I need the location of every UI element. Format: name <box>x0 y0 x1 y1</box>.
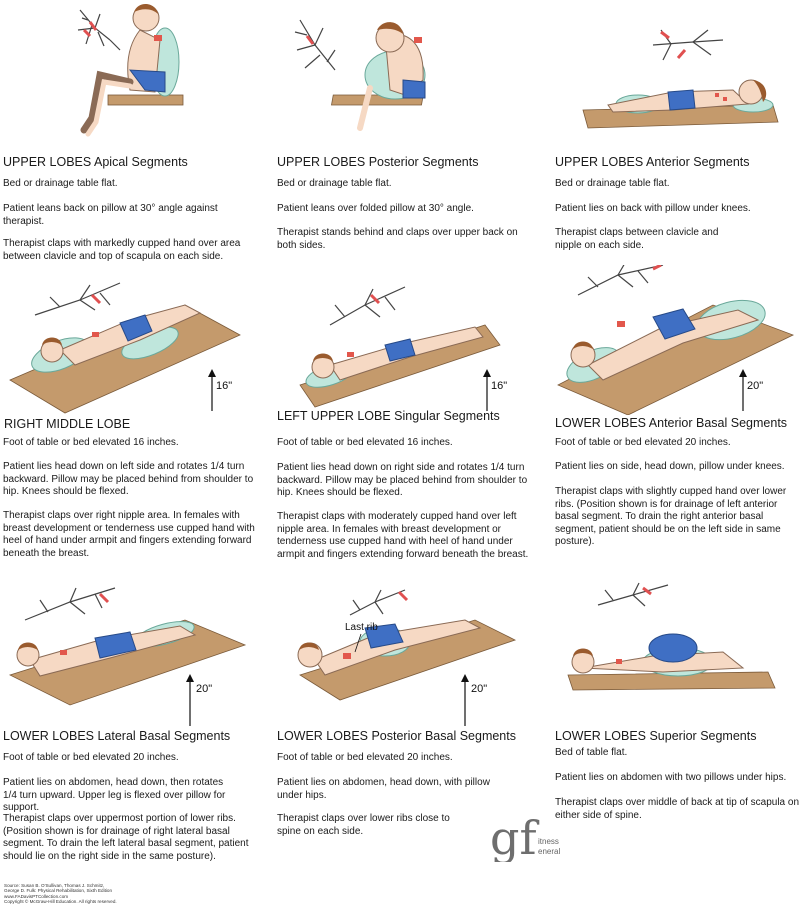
source-credit: Source: Susan B. O'Sullivan, Thomas J. S… <box>4 883 117 905</box>
panel-title: LOWER LOBES Posterior Basal Segments <box>277 729 516 743</box>
panel-paragraph: Patient lies head down on right side and… <box>277 462 528 498</box>
illustration-anterior-basal: 20" <box>557 265 795 415</box>
panel-title: UPPER LOBES Anterior Segments <box>555 155 750 169</box>
panel-paragraph: Patient lies on abdomen, head down, then… <box>3 777 226 813</box>
panel-paragraph: Therapist claps over uppermost portion o… <box>3 813 249 862</box>
panel-lower-lobes-anterior-basal: 20" LOWER LOBES Anterior Basal Segments … <box>553 265 800 575</box>
elevation-label: 16" <box>491 380 507 392</box>
elevation-label: 20" <box>196 683 212 695</box>
panel-title: LEFT UPPER LOBE Singular Segments <box>277 409 500 423</box>
panel-paragraph: Therapist claps with slightly cupped han… <box>555 486 787 547</box>
panel-lower-lobes-superior: LOWER LOBES Superior Segments Bed of tab… <box>553 580 800 880</box>
bronchial-tree-icon <box>349 589 406 616</box>
panel-paragraph: Therapist claps between clavicle and nip… <box>555 227 719 251</box>
bronchial-tree-icon <box>329 286 406 326</box>
illustration-posterior <box>294 19 426 131</box>
illustration-superior <box>567 582 776 691</box>
panel-paragraph: Patient lies on abdomen with two pillows… <box>555 772 787 783</box>
illustration-right-middle-lobe: 16" <box>9 282 241 414</box>
bronchial-tree-icon <box>294 19 336 71</box>
source-line: www.FADavisPTCollection.com <box>4 893 69 899</box>
elevation-label: 16" <box>216 380 232 392</box>
illustration-lateral-basal: 20" <box>8 587 247 726</box>
panel-paragraph: Foot of table or bed elevated 20 inches. <box>555 437 731 448</box>
panel-paragraph: Therapist stands behind and claps over u… <box>277 227 518 251</box>
source-line: Copyright © McGraw-Hill Education. All r… <box>4 899 117 905</box>
panel-paragraph: Foot of table or bed elevated 16 inches. <box>3 437 179 448</box>
fitness-general-logo: gf itness eneral <box>490 811 560 862</box>
panel-paragraph: Foot of table or bed elevated 16 inches. <box>277 437 453 448</box>
panel-paragraph: Patient lies on abdomen, head down, with… <box>277 777 490 801</box>
logo-mark: gf <box>490 811 539 862</box>
panel-upper-lobes-apical: UPPER LOBES Apical Segments Bed or drain… <box>0 0 262 290</box>
panel-title: RIGHT MIDDLE LOBE <box>4 417 131 431</box>
panel-paragraph: Therapist claps over middle of back at t… <box>555 797 800 821</box>
panel-title: LOWER LOBES Superior Segments <box>555 729 757 743</box>
panel-paragraph: Foot of table or bed elevated 20 inches. <box>3 752 179 763</box>
panel-paragraph: Therapist claps with markedly cupped han… <box>3 238 241 262</box>
panel-left-upper-lobe-singular: 16" LEFT UPPER LOBE Singular Segments Fo… <box>275 265 537 575</box>
panel-lower-lobes-posterior-basal: Last rib 20" LOWER LOBES Posterior Basal… <box>275 580 537 880</box>
panel-title: UPPER LOBES Apical Segments <box>3 155 188 169</box>
source-line: George D. Fulk: Physical Rehabilitation,… <box>4 888 113 894</box>
panel-lower-lobes-lateral-basal: 20" LOWER LOBES Lateral Basal Segments F… <box>0 580 262 880</box>
panel-paragraph: Therapist claps with moderately cupped h… <box>277 511 529 560</box>
elevation-label: 20" <box>747 380 763 392</box>
elevation-label: 20" <box>471 683 487 695</box>
panel-right-middle-lobe: 16" RIGHT MIDDLE LOBE Foot of table or b… <box>0 265 262 575</box>
bronchial-tree-icon <box>34 282 121 316</box>
logo-word-general: eneral <box>538 847 560 856</box>
panel-paragraph: Patient lies head down on left side and … <box>3 461 254 497</box>
panel-paragraph: Patient lies on back with pillow under k… <box>555 203 751 214</box>
panel-paragraph: Bed of table flat. <box>555 747 628 758</box>
panel-paragraph: Foot of table or bed elevated 20 inches. <box>277 752 453 763</box>
last-rib-label: Last rib <box>345 622 378 633</box>
panel-paragraph: Bed or drainage table flat. <box>555 178 670 189</box>
bronchial-tree-icon <box>24 587 116 621</box>
panel-paragraph: Patient lies on side, head down, pillow … <box>555 461 785 472</box>
source-line: Source: Susan B. O'Sullivan, Thomas J. S… <box>4 883 105 888</box>
panel-paragraph: Patient leans back on pillow at 30° angl… <box>3 203 218 227</box>
panel-upper-lobes-posterior: UPPER LOBES Posterior Segments Bed or dr… <box>275 0 537 290</box>
panel-title: UPPER LOBES Posterior Segments <box>277 155 479 169</box>
panel-upper-lobes-anterior: UPPER LOBES Anterior Segments Bed or dra… <box>553 0 800 290</box>
panel-paragraph: Bed or drainage table flat. <box>3 178 118 189</box>
panel-title: LOWER LOBES Lateral Basal Segments <box>3 729 231 743</box>
illustration-anterior <box>582 29 779 129</box>
illustration-apical <box>77 3 184 137</box>
panel-paragraph: Bed or drainage table flat. <box>277 178 392 189</box>
logo-word-fitness: itness <box>538 837 559 846</box>
bronchial-tree-icon <box>577 265 664 296</box>
bronchial-tree-icon <box>597 582 669 607</box>
panel-paragraph: Therapist claps over right nipple area. … <box>3 510 255 559</box>
panel-title: LOWER LOBES Anterior Basal Segments <box>555 416 788 430</box>
panel-paragraph: Patient leans over folded pillow at 30° … <box>277 203 474 214</box>
illustration-left-upper-lobe: 16" <box>299 286 507 411</box>
bronchial-tree-icon <box>652 29 724 61</box>
illustration-posterior-basal: Last rib 20" <box>297 589 517 726</box>
panel-paragraph: Therapist claps over lower ribs close to… <box>277 813 450 837</box>
